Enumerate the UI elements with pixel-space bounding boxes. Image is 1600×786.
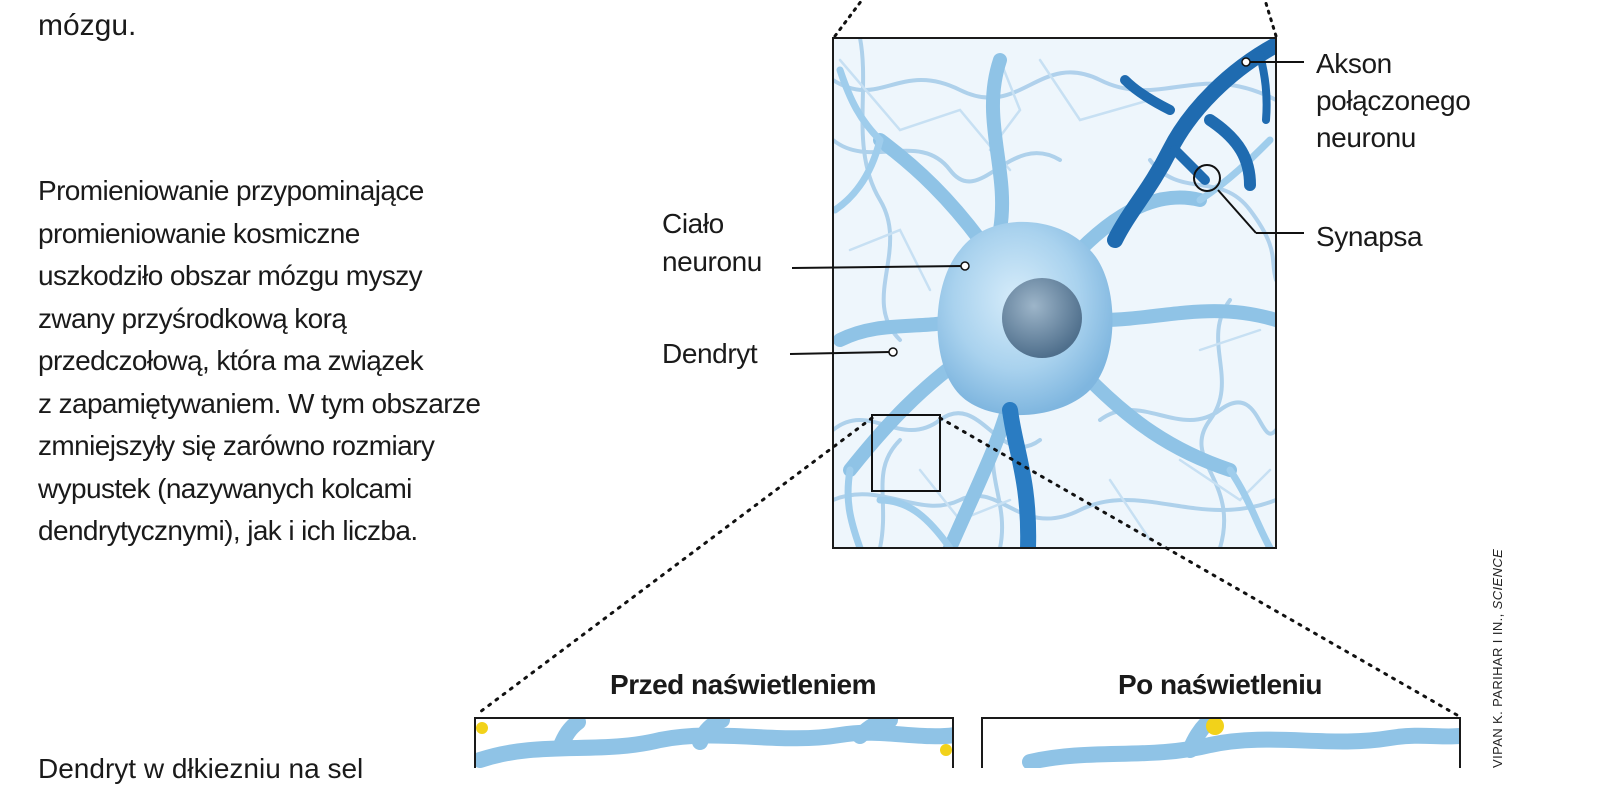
axon-label-line: neuronu xyxy=(1316,122,1416,153)
before-panel xyxy=(474,717,954,768)
paragraph-line: z zapamiętywaniem. W tym obszarze xyxy=(38,387,481,419)
intro-text-tail: mózgu. xyxy=(38,9,137,42)
synapse-label: Synapsa xyxy=(1316,221,1423,252)
zoom-connector-top xyxy=(833,0,1278,38)
synapse-marker xyxy=(1193,164,1221,192)
cell-body-label: Ciało neuronu xyxy=(662,205,762,281)
image-credit: VIPAN K. PARIHAR I IN., SCIENCE xyxy=(1490,549,1505,768)
paragraph-line: wypustek (nazywanych kolcami xyxy=(38,472,412,504)
credit-journal: SCIENCE xyxy=(1490,548,1505,610)
connected-axon xyxy=(1107,38,1276,248)
paragraph-line: promieniowanie kosmiczne xyxy=(38,217,360,249)
cell-body-label-line: Ciało xyxy=(662,208,724,239)
after-panel-title: Po naświetleniu xyxy=(1117,669,1323,700)
zoom-connector-bottom xyxy=(474,416,1459,717)
paragraph-line: zwany przyśrodkową korą xyxy=(38,302,347,334)
paragraph-line: uszkodziło obszar mózgu myszy xyxy=(38,260,423,291)
cell-body-label-line: neuronu xyxy=(662,246,762,277)
paragraph-line: dendrytycznymi), jak i ich liczba. xyxy=(38,515,418,546)
paragraph-line: Promieniowanie przypominające xyxy=(38,175,424,206)
axon-label-line: Akson xyxy=(1316,48,1392,79)
neuron-panel xyxy=(833,38,1276,548)
credit-authors: VIPAN K. PARIHAR I IN., xyxy=(1490,609,1505,768)
leader-lines xyxy=(789,61,1304,355)
neuron-illustration xyxy=(474,0,1461,768)
description-paragraph: Promieniowanie przypominające promieniow… xyxy=(38,170,558,553)
zoom-box xyxy=(871,414,941,492)
paragraph-line: zmniejszyły się zarówno rozmiary xyxy=(38,430,435,461)
axon-label: Akson połączonego neuronu xyxy=(1316,45,1471,156)
axon-label-line: połączonego xyxy=(1316,85,1471,116)
dendrite-label: Dendryt xyxy=(662,338,758,369)
before-panel-title: Przed naświetleniem xyxy=(610,669,876,700)
paragraph-line: przedczołową, która ma związek xyxy=(38,345,424,376)
after-panel xyxy=(981,717,1461,768)
